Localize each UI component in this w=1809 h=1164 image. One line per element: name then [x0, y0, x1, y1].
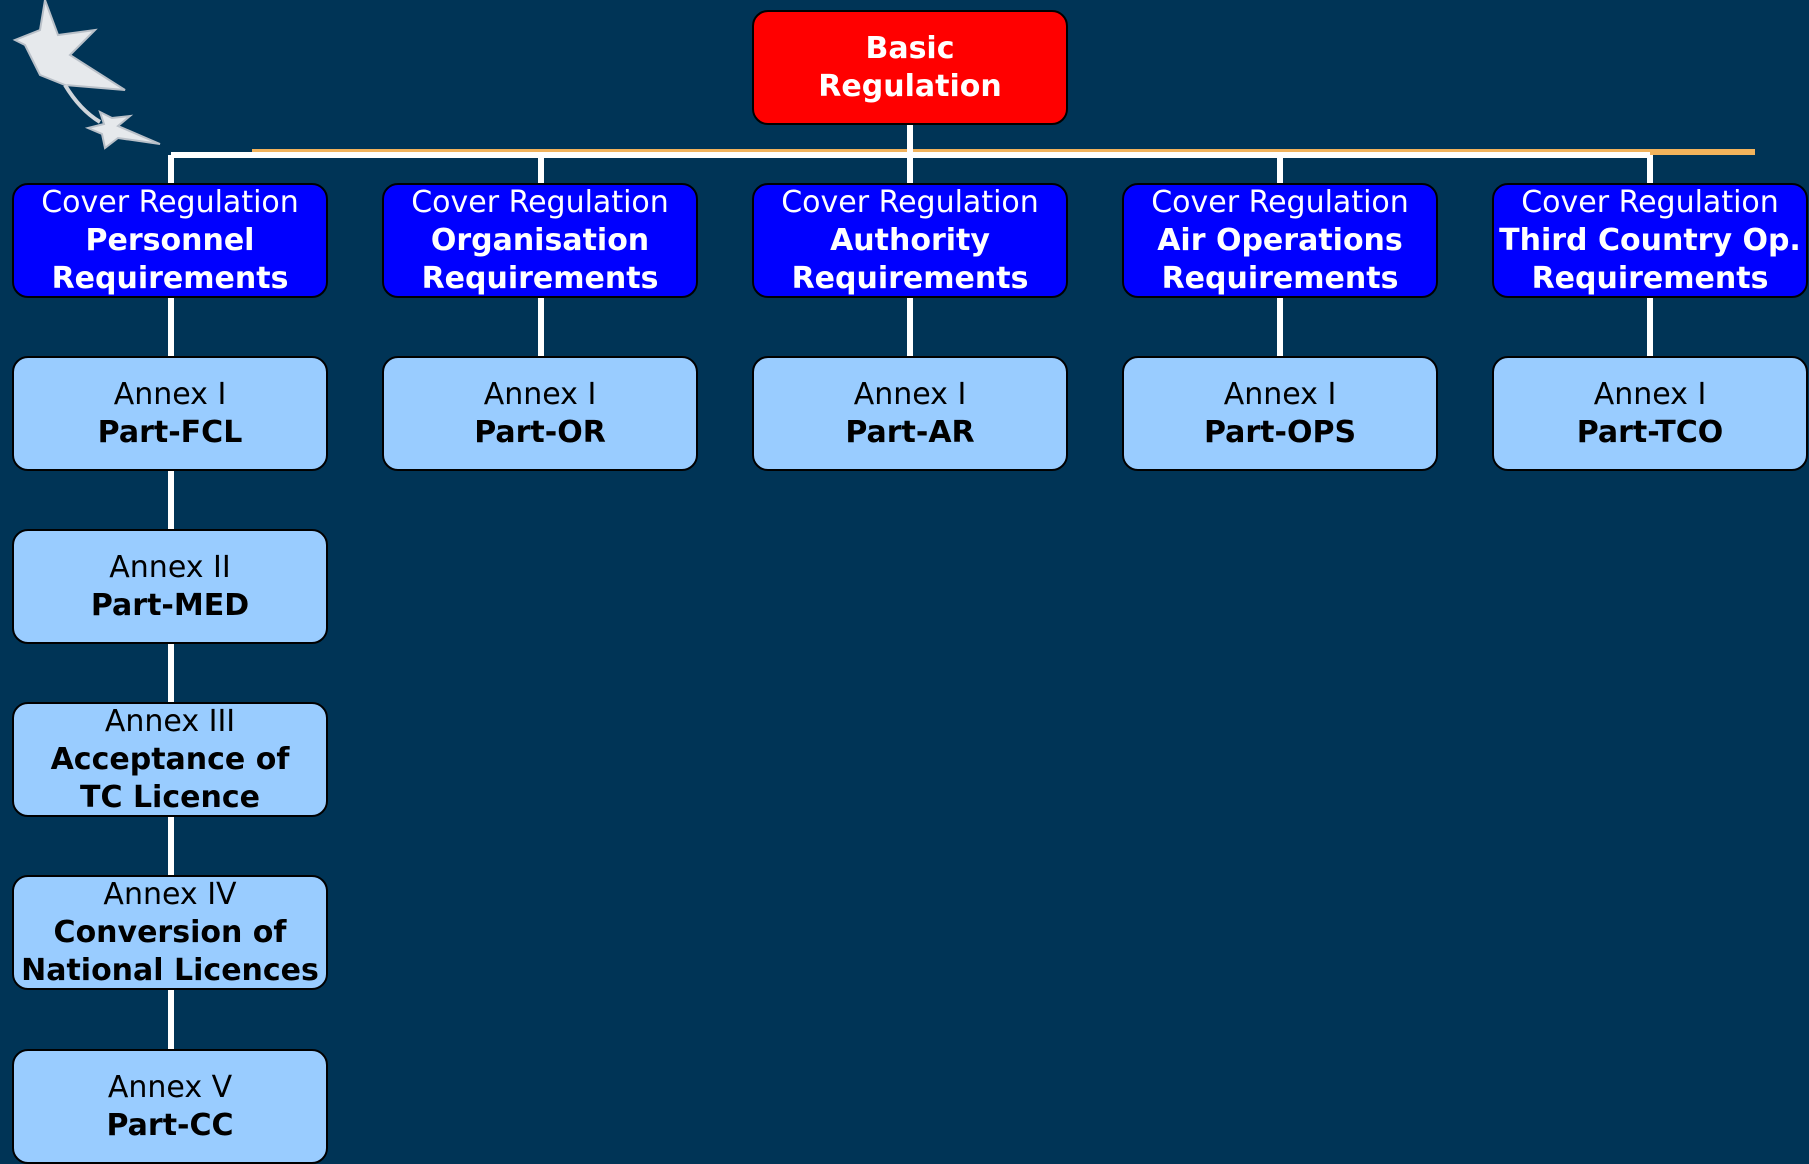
cover-regulation-organisation: Cover Regulation Organisation Requiremen… — [382, 183, 698, 298]
cover-line2: Organisation — [430, 222, 650, 258]
basic-regulation-line1: Basic — [865, 30, 955, 66]
cover-line3: Requirements — [1161, 260, 1399, 296]
annex-part-or: Annex I Part-OR — [382, 356, 698, 471]
annex-acceptance-tc-licence: Annex III Acceptance of TC Licence — [12, 702, 328, 817]
cover-regulation-authority: Cover Regulation Authority Requirements — [752, 183, 1068, 298]
cover-line3: Requirements — [791, 260, 1029, 296]
annex-part-cc: Annex V Part-CC — [12, 1049, 328, 1164]
annex-line2: Part-TCO — [1576, 414, 1724, 450]
annex-line1: Annex V — [107, 1069, 233, 1105]
basic-regulation-line2: Regulation — [818, 68, 1002, 104]
annex-line1: Annex I — [483, 376, 597, 412]
annex-line1: Annex I — [853, 376, 967, 412]
cover-regulation-personnel: Cover Regulation Personnel Requirements — [12, 183, 328, 298]
cover-line2: Air Operations — [1157, 222, 1403, 258]
annex-line1: Annex I — [1223, 376, 1337, 412]
cover-line3: Requirements — [421, 260, 659, 296]
annex-part-med: Annex II Part-MED — [12, 529, 328, 644]
stars-icon — [12, 0, 161, 150]
annex-line3: National Licences — [21, 952, 319, 988]
cover-line1: Cover Regulation — [1521, 184, 1779, 220]
annex-line1: Annex I — [1593, 376, 1707, 412]
cover-line1: Cover Regulation — [411, 184, 669, 220]
annex-line2: Acceptance of — [50, 741, 290, 777]
annex-conversion-national-licences: Annex IV Conversion of National Licences — [12, 875, 328, 990]
annex-line1: Annex IV — [103, 876, 237, 912]
cover-line1: Cover Regulation — [1151, 184, 1409, 220]
cover-regulation-third-country-op: Cover Regulation Third Country Op. Requi… — [1492, 183, 1808, 298]
basic-regulation-box: Basic Regulation — [752, 10, 1068, 125]
annex-part-ar: Annex I Part-AR — [752, 356, 1068, 471]
cover-line3: Requirements — [51, 260, 289, 296]
annex-line2: Part-AR — [845, 414, 975, 450]
cover-line1: Cover Regulation — [781, 184, 1039, 220]
cover-line1: Cover Regulation — [41, 184, 299, 220]
annex-line1: Annex III — [104, 703, 236, 739]
annex-line2: Part-OPS — [1203, 414, 1357, 450]
annex-part-tco: Annex I Part-TCO — [1492, 356, 1808, 471]
cover-line2: Personnel — [85, 222, 255, 258]
annex-line1: Annex I — [113, 376, 227, 412]
cover-line2: Authority — [830, 222, 990, 258]
annex-line2: Part-OR — [474, 414, 606, 450]
annex-line2: Part-CC — [106, 1107, 234, 1143]
annex-part-ops: Annex I Part-OPS — [1122, 356, 1438, 471]
annex-part-fcl: Annex I Part-FCL — [12, 356, 328, 471]
annex-line2: Part-FCL — [97, 414, 243, 450]
cover-line2: Third Country Op. — [1499, 222, 1801, 258]
annex-line2: Conversion of — [53, 914, 287, 950]
cover-line3: Requirements — [1531, 260, 1769, 296]
annex-line3: TC Licence — [80, 779, 260, 815]
annex-line1: Annex II — [109, 549, 231, 585]
annex-line2: Part-MED — [90, 587, 250, 623]
cover-regulation-air-operations: Cover Regulation Air Operations Requirem… — [1122, 183, 1438, 298]
